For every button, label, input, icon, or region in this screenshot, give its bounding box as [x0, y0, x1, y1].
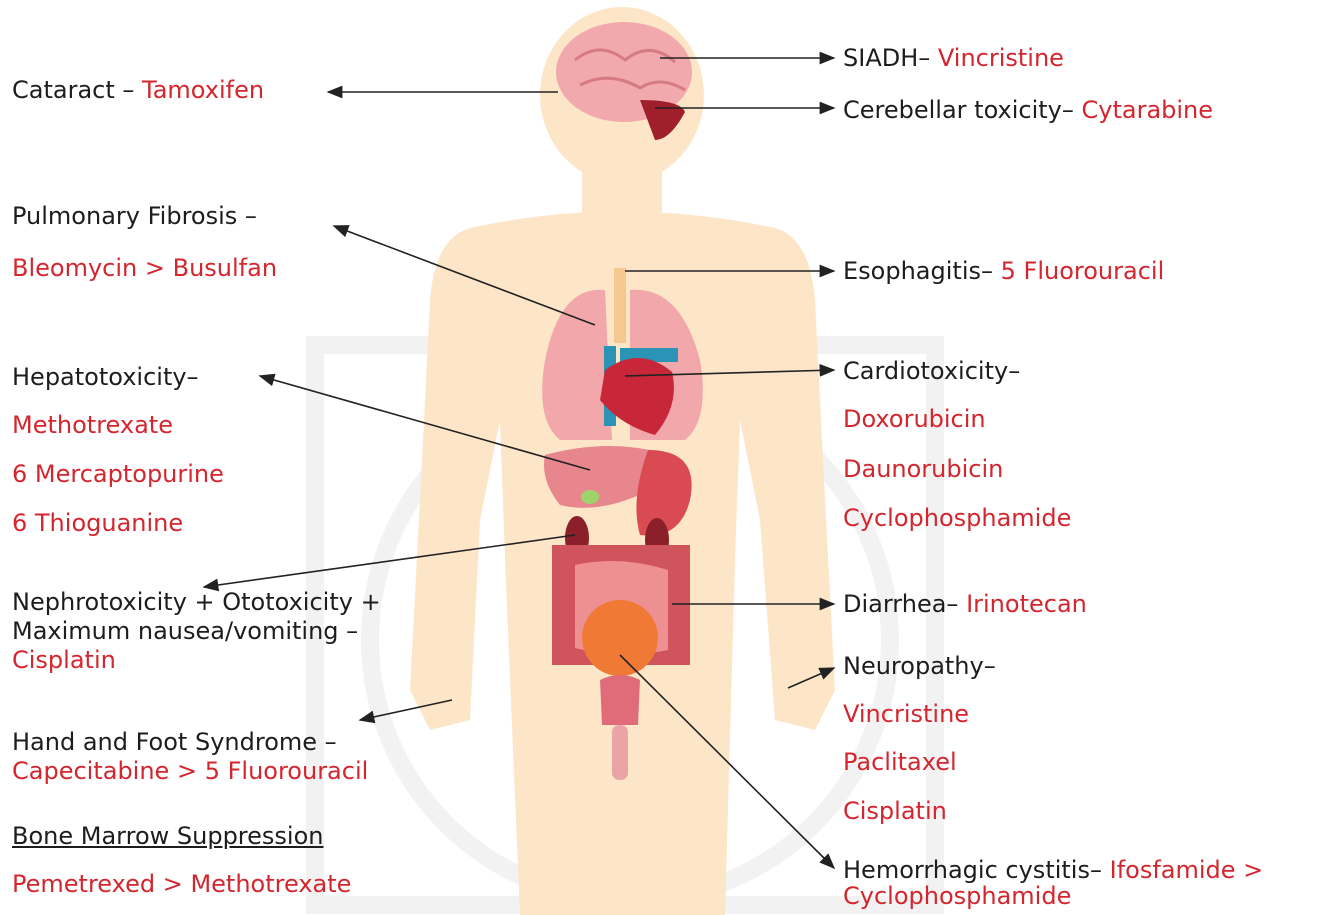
- cardio-term: Cardiotoxicity–: [843, 357, 1020, 385]
- pulmonary-term: Pulmonary Fibrosis –: [12, 202, 257, 230]
- neuro-term: Neuropathy–: [843, 652, 996, 680]
- handfoot-term: Hand and Foot Syndrome –: [12, 728, 337, 756]
- cardio-drug: Doxorubicin: [843, 405, 986, 433]
- hemorrhagic-drug1: Ifosfamide >: [1110, 856, 1264, 884]
- nephro-drug: Cisplatin: [12, 646, 116, 674]
- siadh-term: SIADH–: [843, 44, 938, 72]
- siadh-label: SIADH– Vincristine: [843, 44, 1064, 72]
- esophagitis-label: Esophagitis– 5 Fluorouracil: [843, 257, 1164, 285]
- reproductive-organ: [612, 725, 628, 780]
- cataract-term: Cataract –: [12, 76, 142, 104]
- cataract-drug: Tamoxifen: [142, 76, 264, 104]
- rectum: [600, 675, 640, 725]
- hepato-drug: Methotrexate: [12, 411, 173, 439]
- hepato-drug: 6 Thioguanine: [12, 509, 183, 537]
- siadh-drug: Vincristine: [938, 44, 1064, 72]
- cerebellar-term: Cerebellar toxicity–: [843, 96, 1082, 124]
- esophagitis-term: Esophagitis–: [843, 257, 1001, 285]
- hemorrhagic-term: Hemorrhagic cystitis–: [843, 856, 1110, 884]
- cerebellar-drug: Cytarabine: [1082, 96, 1214, 124]
- cataract-label: Cataract – Tamoxifen: [12, 76, 264, 104]
- neuro-drug: Cisplatin: [843, 797, 947, 825]
- cardio-drug: Daunorubicin: [843, 455, 1003, 483]
- gallbladder: [581, 490, 599, 504]
- cardio-drug: Cyclophosphamide: [843, 504, 1071, 532]
- neuro-drug: Paclitaxel: [843, 748, 957, 776]
- nephro-line2: Maximum nausea/vomiting –: [12, 617, 358, 645]
- bone-term: Bone Marrow Suppression: [12, 822, 323, 850]
- handfoot-drugs: Capecitabine > 5 Fluorouracil: [12, 757, 368, 785]
- bone-drugs: Pemetrexed > Methotrexate: [12, 870, 351, 898]
- neuro-drug: Vincristine: [843, 700, 969, 728]
- hepato-term: Hepatotoxicity–: [12, 363, 199, 391]
- pulmonary-drugs: Bleomycin > Busulfan: [12, 254, 277, 282]
- hemorrhagic-label: Hemorrhagic cystitis– Ifosfamide >: [843, 856, 1263, 884]
- esophagus: [614, 268, 626, 343]
- diarrhea-term: Diarrhea–: [843, 590, 966, 618]
- nephro-line1: Nephrotoxicity + Ototoxicity +: [12, 588, 381, 616]
- diarrhea-label: Diarrhea– Irinotecan: [843, 590, 1087, 618]
- hepato-drug: 6 Mercaptopurine: [12, 460, 224, 488]
- cerebellar-label: Cerebellar toxicity– Cytarabine: [843, 96, 1213, 124]
- urinary-bladder: [582, 600, 658, 676]
- hemorrhagic-drug2: Cyclophosphamide: [843, 882, 1071, 910]
- diarrhea-drug: Irinotecan: [966, 590, 1087, 618]
- esophagitis-drug: 5 Fluorouracil: [1001, 257, 1165, 285]
